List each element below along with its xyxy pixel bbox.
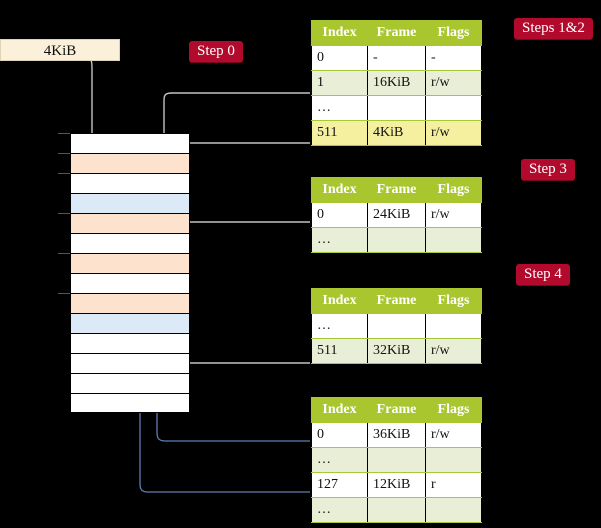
cell-index: 1 bbox=[311, 70, 368, 96]
cell-index: … bbox=[311, 313, 368, 339]
cell-frame: - bbox=[367, 45, 426, 71]
cell-frame: 4KiB bbox=[367, 120, 426, 146]
memory-tick-6 bbox=[58, 253, 70, 254]
cell-flags: r bbox=[425, 472, 482, 498]
memory-tick-0 bbox=[58, 133, 70, 134]
cell-frame bbox=[367, 95, 426, 121]
memory-frame-10 bbox=[70, 333, 190, 353]
memory-frame-3 bbox=[70, 193, 190, 213]
table-row: … bbox=[311, 447, 482, 473]
memory-frame-8 bbox=[70, 293, 190, 313]
memory-frame-13 bbox=[70, 393, 190, 413]
cell-index: 511 bbox=[311, 338, 368, 364]
cell-index: 511 bbox=[311, 120, 368, 146]
memory-frame-1 bbox=[70, 153, 190, 173]
memory-tick-8 bbox=[58, 293, 70, 294]
cell-frame: 36KiB bbox=[367, 422, 426, 448]
table-row: … bbox=[311, 227, 482, 253]
cell-flags bbox=[425, 227, 482, 253]
table-row: … bbox=[311, 497, 482, 523]
column-header-frame: Frame bbox=[367, 397, 426, 423]
column-header-flags: Flags bbox=[425, 20, 482, 46]
cell-flags: r/w bbox=[425, 338, 482, 364]
column-header-flags: Flags bbox=[425, 288, 482, 314]
callout-4kib: 4KiB bbox=[0, 39, 120, 61]
cell-frame: 32KiB bbox=[367, 338, 426, 364]
cell-flags: r/w bbox=[425, 422, 482, 448]
cell-flags: r/w bbox=[425, 70, 482, 96]
column-header-index: Index bbox=[311, 20, 368, 46]
memory-tick-1 bbox=[58, 153, 70, 154]
cell-index: 0 bbox=[311, 45, 368, 71]
memory-frame-6 bbox=[70, 253, 190, 273]
badge-steps-1-2: Steps 1&2 bbox=[514, 18, 593, 39]
cell-index: … bbox=[311, 497, 368, 523]
badge-step-3: Step 3 bbox=[521, 159, 575, 180]
column-header-frame: Frame bbox=[367, 177, 426, 203]
cell-frame bbox=[367, 313, 426, 339]
cell-index: … bbox=[311, 447, 368, 473]
cell-frame bbox=[367, 497, 426, 523]
memory-frame-11 bbox=[70, 353, 190, 373]
cell-frame bbox=[367, 447, 426, 473]
wire-l4-row511-to-memory bbox=[177, 142, 310, 159]
column-header-flags: Flags bbox=[425, 397, 482, 423]
memory-tick-4 bbox=[58, 213, 70, 214]
table-row: … bbox=[311, 95, 482, 121]
memory-frame-5 bbox=[70, 233, 190, 253]
cell-frame: 12KiB bbox=[367, 472, 426, 498]
cell-index: … bbox=[311, 227, 368, 253]
cell-flags: - bbox=[425, 45, 482, 71]
memory-tick-2 bbox=[58, 173, 70, 174]
memory-frame-2 bbox=[70, 173, 190, 193]
wire-l3-row0-to-memory bbox=[180, 221, 310, 257]
badge-step-4: Step 4 bbox=[516, 264, 570, 285]
column-header-frame: Frame bbox=[367, 288, 426, 314]
cell-index: 0 bbox=[311, 202, 368, 228]
table-row: … bbox=[311, 313, 482, 339]
memory-frame-7 bbox=[70, 273, 190, 293]
cell-index: 127 bbox=[311, 472, 368, 498]
column-header-flags: Flags bbox=[425, 177, 482, 203]
column-header-index: Index bbox=[311, 288, 368, 314]
cell-flags bbox=[425, 313, 482, 339]
memory-frame-0 bbox=[70, 133, 190, 153]
cell-flags bbox=[425, 497, 482, 523]
memory-frame-12 bbox=[70, 373, 190, 393]
cell-frame: 24KiB bbox=[367, 202, 426, 228]
cell-flags bbox=[425, 95, 482, 121]
cell-flags: r/w bbox=[425, 120, 482, 146]
column-header-index: Index bbox=[311, 177, 368, 203]
wire-l1-row0-to-memory bbox=[150, 329, 310, 442]
table-row: 0-- bbox=[311, 45, 482, 71]
cell-index: … bbox=[311, 95, 368, 121]
memory-frame-4 bbox=[70, 213, 190, 233]
wire-l2-row511-to-memory bbox=[174, 308, 310, 364]
column-header-index: Index bbox=[311, 397, 368, 423]
physical-memory-column bbox=[70, 133, 190, 413]
cell-flags: r/w bbox=[425, 202, 482, 228]
wire-l4-row1-to-memory bbox=[163, 92, 310, 157]
badge-step-0: Step 0 bbox=[189, 41, 243, 62]
cell-flags bbox=[425, 447, 482, 473]
wire-l1-row127-to-memory bbox=[133, 209, 310, 493]
cell-index: 0 bbox=[311, 422, 368, 448]
memory-frame-9 bbox=[70, 313, 190, 333]
cell-frame bbox=[367, 227, 426, 253]
column-header-frame: Frame bbox=[367, 20, 426, 46]
cell-frame: 16KiB bbox=[367, 70, 426, 96]
